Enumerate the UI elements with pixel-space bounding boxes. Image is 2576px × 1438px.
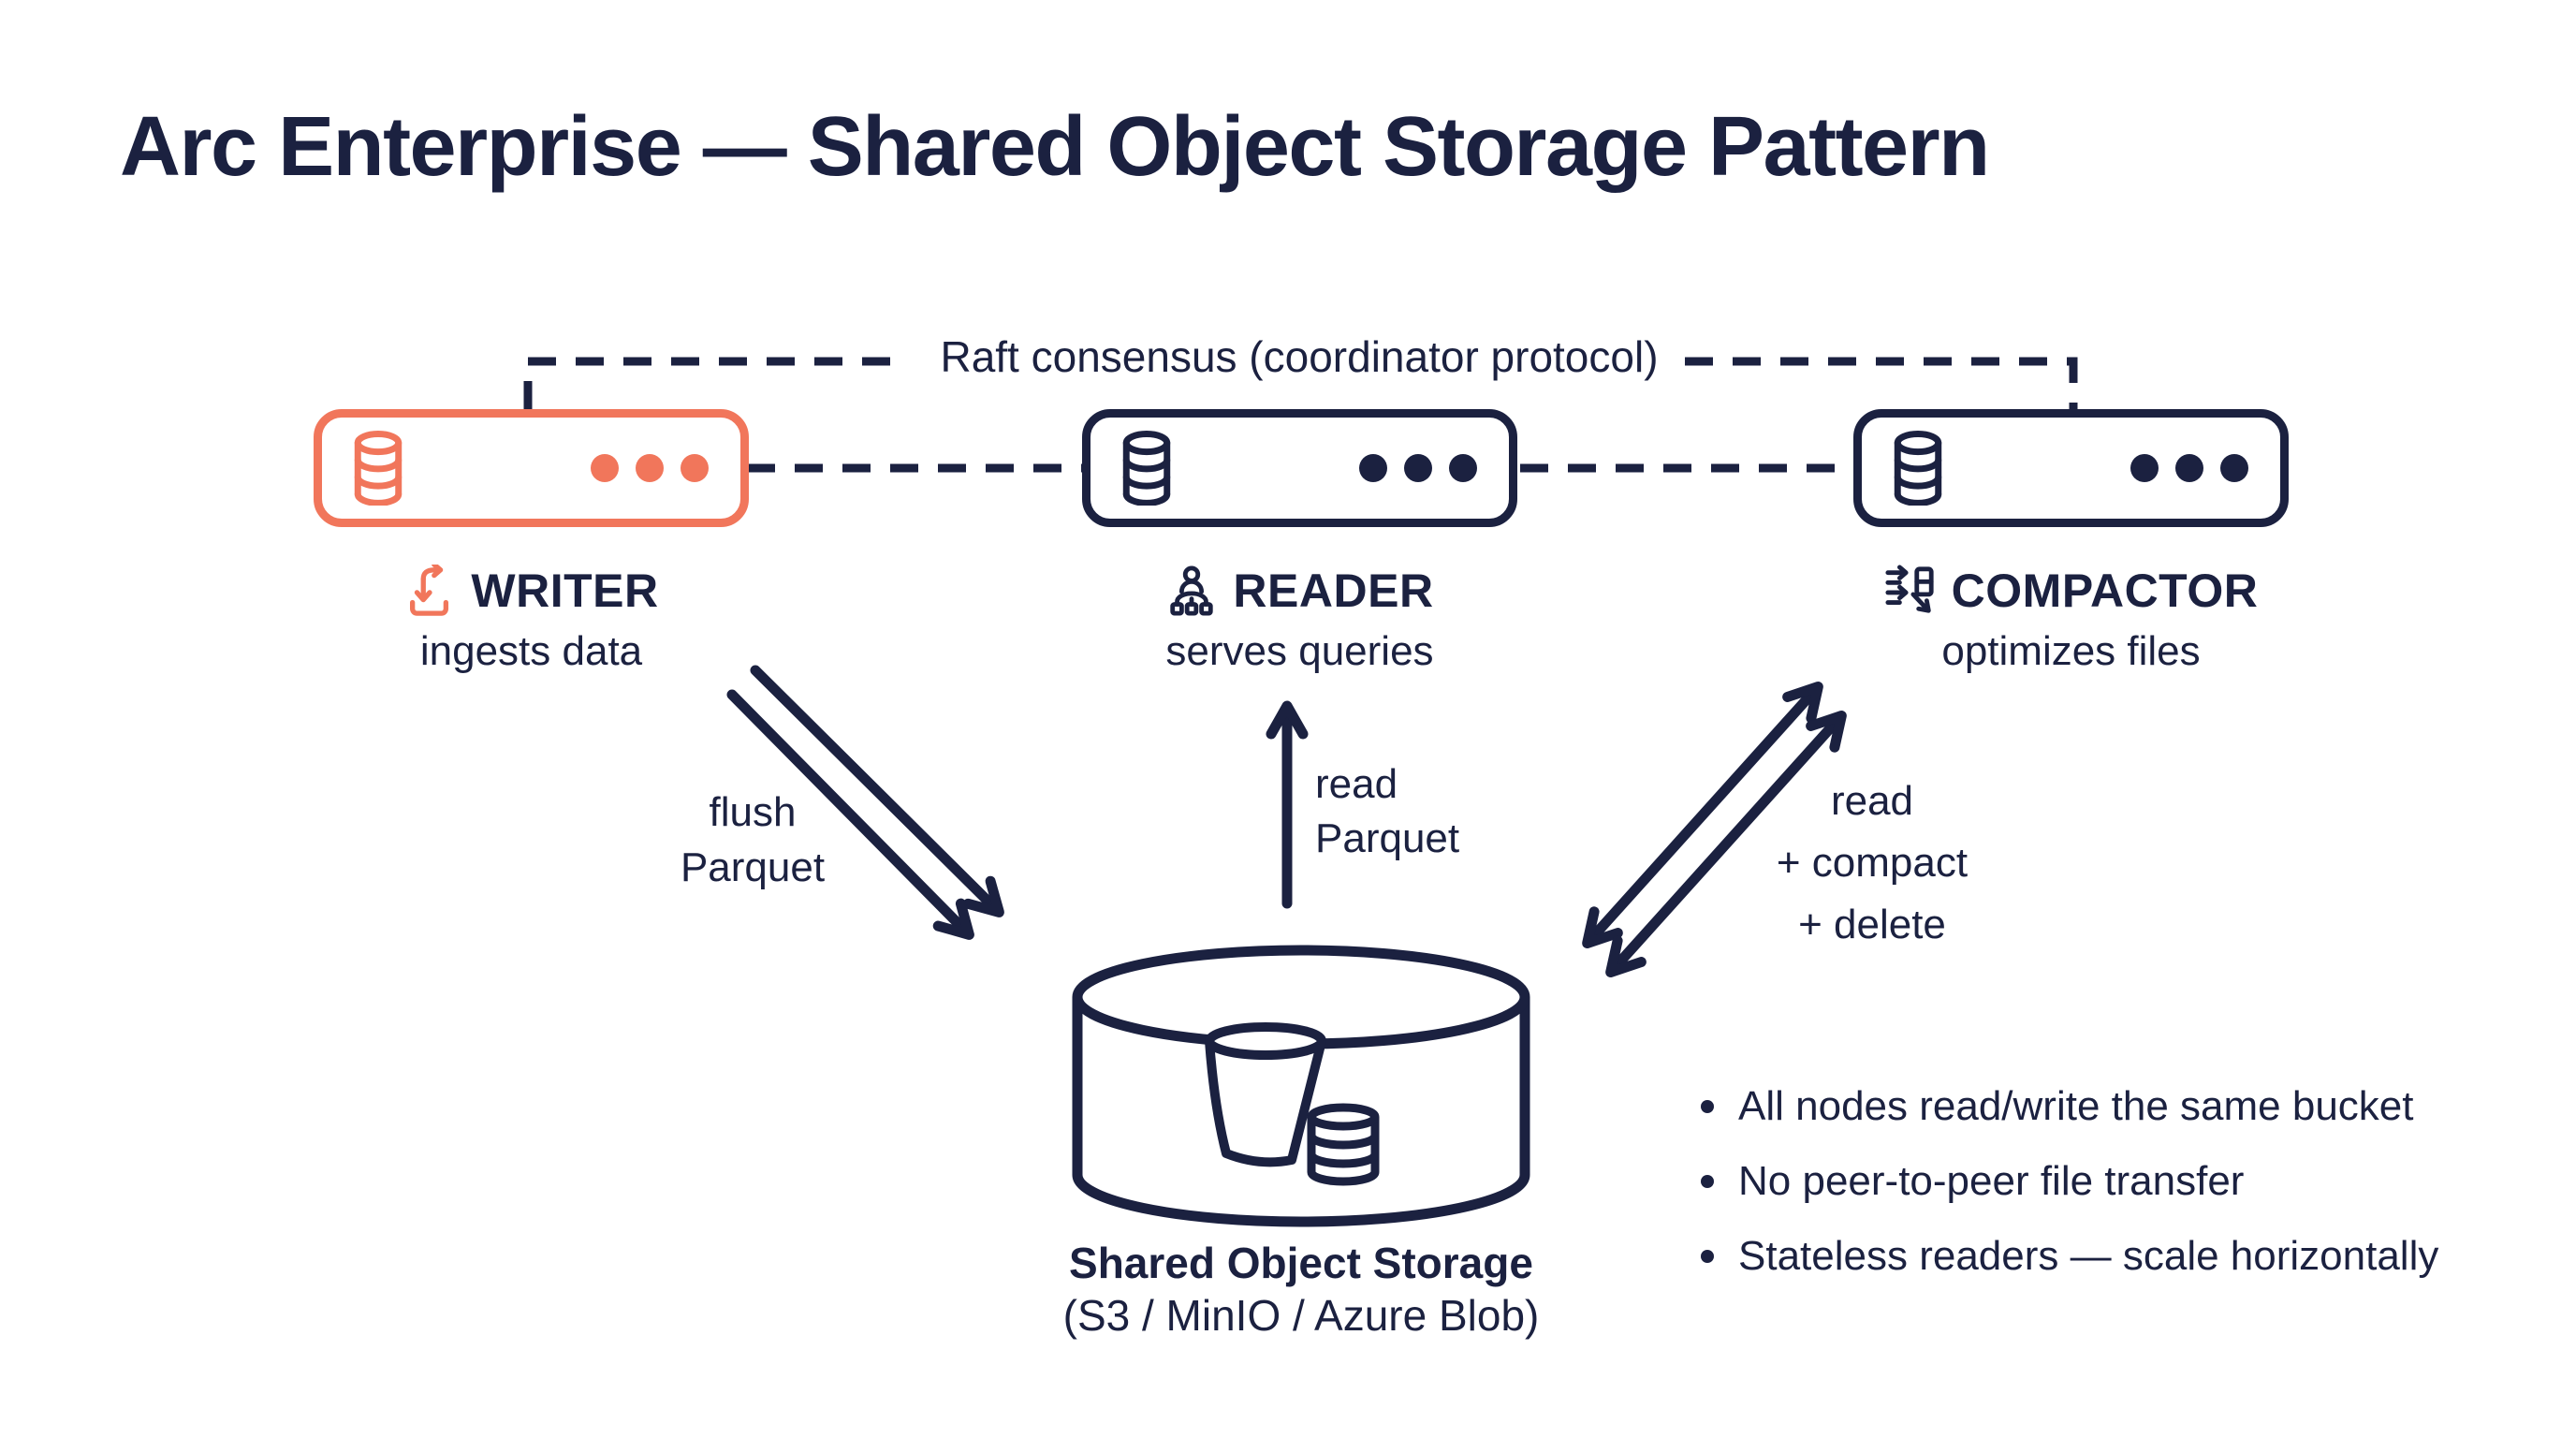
note-item: All nodes read/write the same bucket	[1701, 1069, 2438, 1144]
database-icon	[1894, 431, 1942, 506]
coin-stack-icon	[1307, 1103, 1380, 1186]
compactor-subtitle: optimizes files	[1941, 628, 2201, 674]
node-reader: READER serves queries	[1082, 409, 1517, 675]
raft-rail-left	[523, 357, 899, 409]
writer-subtitle: ingests data	[419, 628, 643, 674]
writer-label: WRITER	[471, 565, 659, 617]
merge-files-icon	[1885, 565, 1934, 613]
storage-cylinder	[1072, 945, 1530, 1227]
compactor-label: COMPACTOR	[1951, 565, 2259, 617]
ellipsis-dots	[2130, 454, 2248, 482]
bullet-dot-icon	[1701, 1100, 1714, 1113]
compact-arrow	[1582, 682, 1847, 977]
reader-label: READER	[1233, 565, 1434, 617]
flush-parquet-label: flush Parquet	[680, 789, 826, 890]
read-parquet-label: read Parquet	[1315, 761, 1460, 861]
ellipsis-dots	[591, 454, 709, 482]
notes-list: All nodes read/write the same bucket No …	[1701, 1069, 2438, 1294]
storage-subtitle: (S3 / MinIO / Azure Blob)	[1062, 1291, 1540, 1340]
bullet-dot-icon	[1701, 1250, 1714, 1263]
database-icon	[1122, 431, 1171, 506]
reader-subtitle: serves queries	[1165, 628, 1434, 674]
database-icon	[354, 431, 402, 506]
note-item: No peer-to-peer file transfer	[1701, 1144, 2438, 1219]
note-item: Stateless readers — scale horizontally	[1701, 1219, 2438, 1294]
ingest-arrows-icon	[410, 565, 449, 616]
ellipsis-dots	[1359, 454, 1477, 482]
page-title: Arc Enterprise — Shared Object Storage P…	[120, 100, 1990, 194]
writer-server-box	[314, 409, 749, 527]
bullet-dot-icon	[1701, 1175, 1714, 1188]
compactor-server-box	[1853, 409, 2289, 527]
storage-title: Shared Object Storage	[1069, 1239, 1533, 1287]
raft-rail-right	[1685, 357, 2078, 409]
read-compact-delete-label: read + compact + delete	[1776, 778, 1969, 947]
flush-arrow	[726, 665, 1004, 940]
bucket-icon	[1205, 1022, 1326, 1167]
node-compactor: COMPACTOR optimizes files	[1853, 409, 2289, 675]
reader-server-box	[1082, 409, 1517, 527]
user-hierarchy-icon	[1170, 565, 1214, 616]
raft-consensus-label: Raft consensus (coordinator protocol)	[940, 332, 1659, 381]
node-writer: WRITER ingests data	[314, 409, 749, 675]
